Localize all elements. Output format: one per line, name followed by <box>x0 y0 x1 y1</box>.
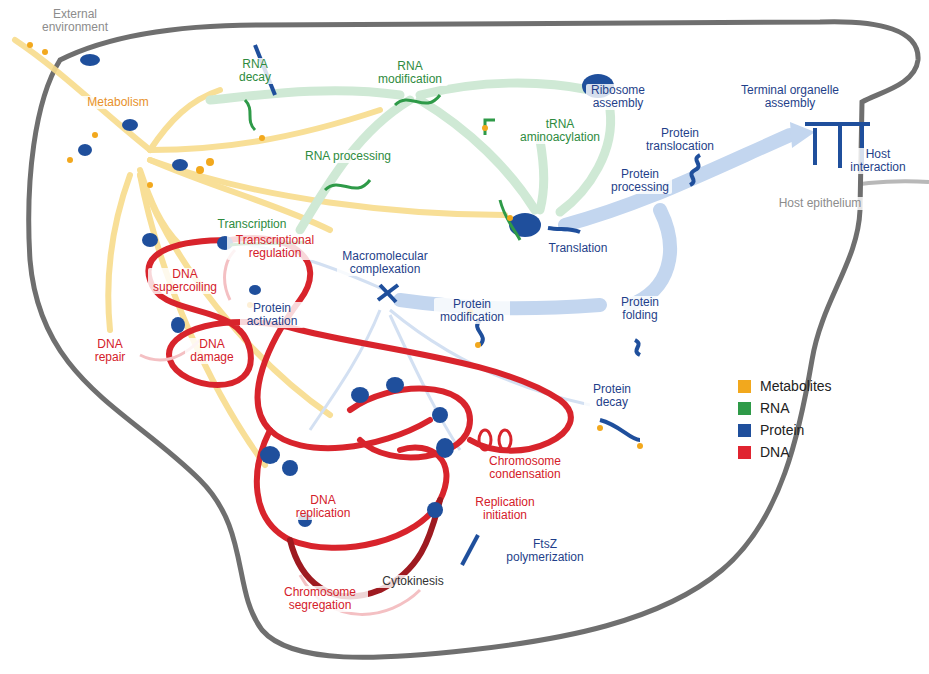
process-label: Ribosome assembly <box>586 84 650 110</box>
process-label: DNA repair <box>87 338 133 364</box>
process-label: RNA modification <box>372 60 448 86</box>
legend-swatch <box>738 380 751 393</box>
process-label: Chromosome condensation <box>477 455 573 481</box>
process-label: External environment <box>33 8 117 34</box>
legend-swatch <box>738 402 751 415</box>
process-label: tRNA aminoacylation <box>517 118 603 144</box>
process-label: Translation <box>541 242 615 255</box>
legend-text: Protein <box>760 422 804 438</box>
complex-flows <box>250 245 590 450</box>
legend-row: RNA <box>738 400 832 416</box>
rna-flows <box>210 83 611 230</box>
process-label: Replication initiation <box>467 496 543 522</box>
process-label: Transcription <box>210 218 294 231</box>
process-label: DNA supercoiling <box>148 268 222 294</box>
condensin-rings <box>479 430 511 450</box>
dna-flows <box>140 250 420 614</box>
process-label: RNA processing <box>293 150 403 163</box>
process-label: Cytokinesis <box>373 575 453 588</box>
process-label: Protein activation <box>240 302 304 328</box>
legend: MetabolitesRNA ProteinDNA <box>738 378 832 466</box>
legend-text: DNA <box>760 444 790 460</box>
process-label: Metabolism <box>78 96 158 109</box>
process-label: DNA replication <box>291 494 355 520</box>
process-label: Terminal organelle assembly <box>732 84 848 110</box>
process-label: Protein modification <box>434 298 510 324</box>
legend-text: Metabolites <box>760 378 832 394</box>
process-label: Protein translocation <box>642 127 718 153</box>
protein-chains <box>255 45 870 565</box>
dna-chromosome <box>148 238 570 548</box>
process-label: DNA damage <box>185 338 239 364</box>
legend-row: Protein <box>738 422 832 438</box>
process-label: Host epithelium <box>768 197 872 210</box>
legend-row: DNA <box>738 444 832 460</box>
cell-membrane <box>29 22 918 658</box>
protein-blobs <box>78 54 614 527</box>
process-label: RNA decay <box>233 58 277 84</box>
protein-flows <box>400 135 790 308</box>
legend-swatch <box>738 424 751 437</box>
process-label: Macromolecular complexation <box>337 250 433 276</box>
process-label: Transcriptional regulation <box>227 234 323 260</box>
legend-swatch <box>738 446 751 459</box>
legend-row: Metabolites <box>738 378 832 394</box>
process-label: Host interaction <box>848 148 908 174</box>
legend-text: RNA <box>760 400 790 416</box>
process-label: Protein decay <box>584 383 640 409</box>
metabolite-dots <box>27 42 643 449</box>
process-label: Protein folding <box>613 296 667 322</box>
process-label: FtsZ polymerization <box>500 538 590 564</box>
process-label: Protein processing <box>608 168 672 194</box>
process-label: Chromosome segregation <box>272 586 368 612</box>
